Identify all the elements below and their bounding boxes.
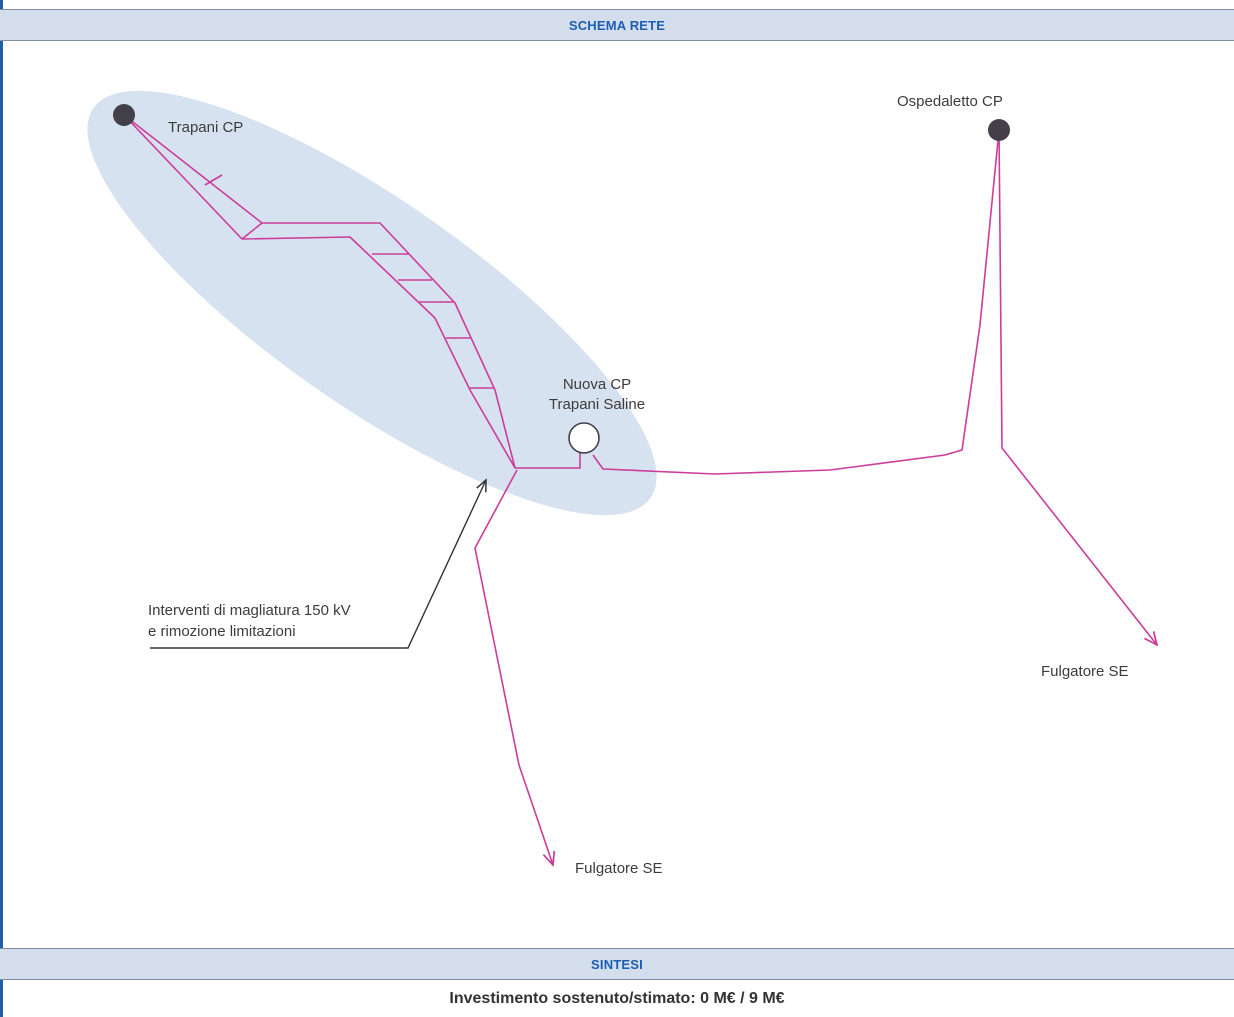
label-ospedaletto-cp: Ospedaletto CP bbox=[897, 93, 1003, 110]
label-trapani-cp: Trapani CP bbox=[168, 119, 243, 136]
section-header-sintesi: SINTESI bbox=[0, 948, 1234, 980]
label-fulgatore-se-right: Fulgatore SE bbox=[1041, 663, 1129, 680]
investment-text: Investimento sostenuto/stimato: 0 M€ / 9… bbox=[449, 989, 785, 1007]
line-ospedaletto-fulgatore-right bbox=[998, 129, 1157, 645]
section-title: SINTESI bbox=[591, 956, 643, 972]
label-fulgatore-se-bottom: Fulgatore SE bbox=[575, 860, 663, 877]
node-trapani-cp bbox=[113, 104, 135, 126]
annotation-text-line1: Interventi di magliatura 150 kV bbox=[148, 602, 351, 619]
label-trapani-saline: Trapani Saline bbox=[549, 396, 645, 413]
label-nuova-cp: Nuova CP bbox=[563, 376, 631, 393]
line-junction-fulgatore-bottom bbox=[474, 469, 553, 865]
node-nuova-cp-trapani-saline bbox=[568, 422, 600, 454]
section-header-schema-rete: SCHEMA RETE bbox=[0, 9, 1234, 41]
node-ospedaletto-cp bbox=[988, 119, 1010, 141]
annotation-text-line2: e rimozione limitazioni bbox=[148, 623, 296, 640]
line-trapani-lower bbox=[123, 114, 516, 469]
intervention-area-highlight bbox=[87, 90, 657, 516]
investment-summary: Investimento sostenuto/stimato: 0 M€ / 9… bbox=[0, 980, 1234, 1017]
section-title: SCHEMA RETE bbox=[568, 17, 666, 33]
line-nuova-ospedaletto bbox=[592, 129, 1000, 475]
ladder-rungs bbox=[204, 174, 494, 389]
line-trapani-upper bbox=[123, 114, 581, 469]
annotation-pointer bbox=[150, 480, 486, 649]
